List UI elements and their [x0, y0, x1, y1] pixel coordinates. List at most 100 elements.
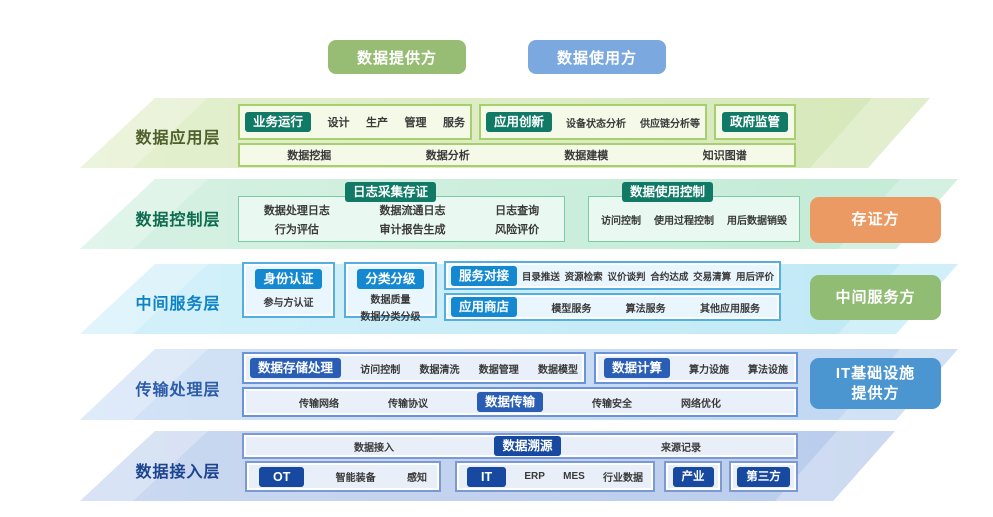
badge-app-store: 应用商店	[451, 297, 518, 317]
item: 传输协议	[387, 398, 428, 410]
box-classification: 分类分级 数据质量 数据分类分级	[344, 262, 437, 323]
badge-industry: 产业	[672, 466, 714, 487]
item: 传输安全	[591, 398, 632, 410]
badge-data-use-control: 数据使用控制	[622, 182, 714, 202]
item: 日志查询	[495, 204, 540, 217]
layer1-title: 数据应用层	[135, 130, 221, 147]
item: 数据管理	[478, 364, 519, 376]
item: 数据分析	[425, 150, 470, 162]
item: 数据模型	[537, 364, 578, 376]
badge-business-operation: 业务运行	[245, 112, 312, 132]
item: 算法设施	[747, 364, 788, 376]
layer3-title: 中间服务层	[135, 296, 221, 313]
item: 数据挖掘	[287, 150, 332, 162]
box-data-transmission: 传输网络 传输协议 数据传输 传输安全 网络优化	[242, 387, 798, 417]
item: 交易清算	[693, 271, 732, 283]
badge-log-collection: 日志采集存证	[345, 182, 437, 202]
item: 访问控制	[601, 215, 641, 227]
badge-ot: OT	[259, 466, 305, 487]
item: 感知	[406, 473, 427, 484]
item: 数据分类分级	[360, 312, 421, 323]
badge-app-innovation: 应用创新	[486, 112, 553, 132]
box-service-connect: 服务对接 目录推送 资源检索 议价谈判 合约达成 交易清算 用后评价	[444, 261, 781, 290]
item: 传输网络	[299, 398, 339, 410]
item: 供应链分析等	[639, 118, 700, 130]
side-actor-label: 存证方	[851, 211, 900, 228]
box-business-operation: 业务运行 设计 生产 管理 服务	[238, 104, 472, 140]
item: 风险评价	[495, 223, 540, 236]
item: 知识图谱	[702, 150, 747, 162]
badge-data-tracing: 数据溯源	[494, 436, 561, 456]
box-ot: OT 智能装备 感知	[245, 461, 441, 492]
log-col-3: 日志查询 风险评价	[495, 202, 539, 237]
item: 数据接入	[354, 442, 394, 454]
item: 来源记录	[660, 442, 701, 454]
box-data-capabilities: 数据挖掘 数据分析 数据建模 知识图谱	[238, 143, 796, 167]
chip-data-provider-label: 数据提供方	[356, 49, 437, 67]
item: 数据处理日志	[263, 204, 330, 217]
side-actor-attestation: 存证方	[810, 197, 941, 243]
layer5-title: 数据接入层	[135, 464, 221, 481]
item: 数据清洗	[419, 364, 460, 376]
item: 数据建模	[564, 150, 609, 162]
log-col-2: 数据流通日志 审计报告生成	[379, 202, 445, 237]
box-app-innovation: 应用创新 设备状态分析 供应链分析等	[479, 104, 707, 140]
item: 生产	[365, 117, 388, 129]
box-data-compute: 数据计算 算力设施 算法设施	[594, 352, 798, 384]
item: 算法服务	[625, 303, 666, 315]
badge-data-transmission: 数据传输	[476, 392, 543, 412]
side-actor-it-infrastructure: IT基础设施 提供方	[810, 358, 941, 409]
log-col-1: 数据处理日志 行为评估	[264, 202, 330, 237]
box-data-storage-processing: 数据存储处理 访问控制 数据清洗 数据管理 数据模型	[242, 352, 586, 384]
box-it: IT ERP MES 行业数据	[455, 461, 655, 492]
chip-data-user-label: 数据使用方	[556, 49, 637, 67]
item: ERP	[524, 471, 545, 482]
layer4-title: 传输处理层	[135, 382, 221, 399]
item: 访问控制	[360, 364, 401, 376]
item: 使用过程控制	[654, 215, 714, 227]
item: 议价谈判	[607, 271, 646, 283]
item: 用后数据销毁	[727, 215, 787, 227]
side-actor-label-line1: IT基础设施	[835, 364, 916, 382]
box-app-store: 应用商店 模型服务 算法服务 其他应用服务	[444, 293, 781, 321]
item: 智能装备	[335, 473, 376, 484]
side-actor-label: 中间服务方	[835, 288, 916, 306]
item: 设备状态分析	[566, 118, 626, 130]
box-identity-auth: 身份认证 参与方认证	[242, 262, 335, 318]
box-log-collection: 数据处理日志 行为评估 数据流通日志 审计报告生成 日志查询 风险评价	[238, 196, 565, 242]
box-gov-supervision: 政府监管	[714, 104, 796, 140]
badge-data-compute: 数据计算	[604, 358, 671, 378]
item: 合约达成	[650, 271, 689, 283]
badge-third-party: 第三方	[737, 466, 790, 487]
badge-classification: 分类分级	[357, 269, 424, 289]
item: 设计	[327, 117, 350, 129]
item: 算力设施	[689, 364, 729, 376]
chip-data-provider: 数据提供方	[328, 40, 466, 74]
item: 参与方认证	[263, 298, 314, 309]
item: 目录推送	[521, 271, 560, 283]
chip-data-user: 数据使用方	[528, 40, 666, 74]
item: 管理	[404, 117, 427, 129]
box-data-use-control: 访问控制 使用过程控制 用后数据销毁	[588, 196, 800, 242]
item: 审计报告生成	[379, 223, 446, 236]
item: 用后评价	[735, 271, 774, 283]
badge-identity-auth: 身份认证	[255, 269, 322, 289]
badge-gov-supervision: 政府监管	[721, 112, 788, 132]
box-industry: 产业	[664, 461, 722, 492]
item: 行业数据	[603, 473, 643, 484]
badge-service-connect: 服务对接	[451, 265, 518, 286]
item: 数据质量	[370, 295, 411, 306]
item: MES	[563, 471, 585, 482]
item: 资源检索	[564, 271, 603, 283]
side-actor-label-line2: 提供方	[851, 384, 900, 402]
side-actor-middle-service: 中间服务方	[810, 275, 941, 320]
item: 模型服务	[551, 303, 592, 315]
item: 服务	[442, 117, 465, 129]
item: 其他应用服务	[700, 303, 760, 315]
item: 数据流通日志	[379, 204, 446, 217]
item: 网络优化	[680, 398, 721, 410]
item: 行为评估	[274, 223, 319, 236]
badge-data-storage-processing: 数据存储处理	[250, 358, 342, 378]
box-data-access-row: 数据接入 数据溯源 来源记录	[242, 433, 798, 459]
